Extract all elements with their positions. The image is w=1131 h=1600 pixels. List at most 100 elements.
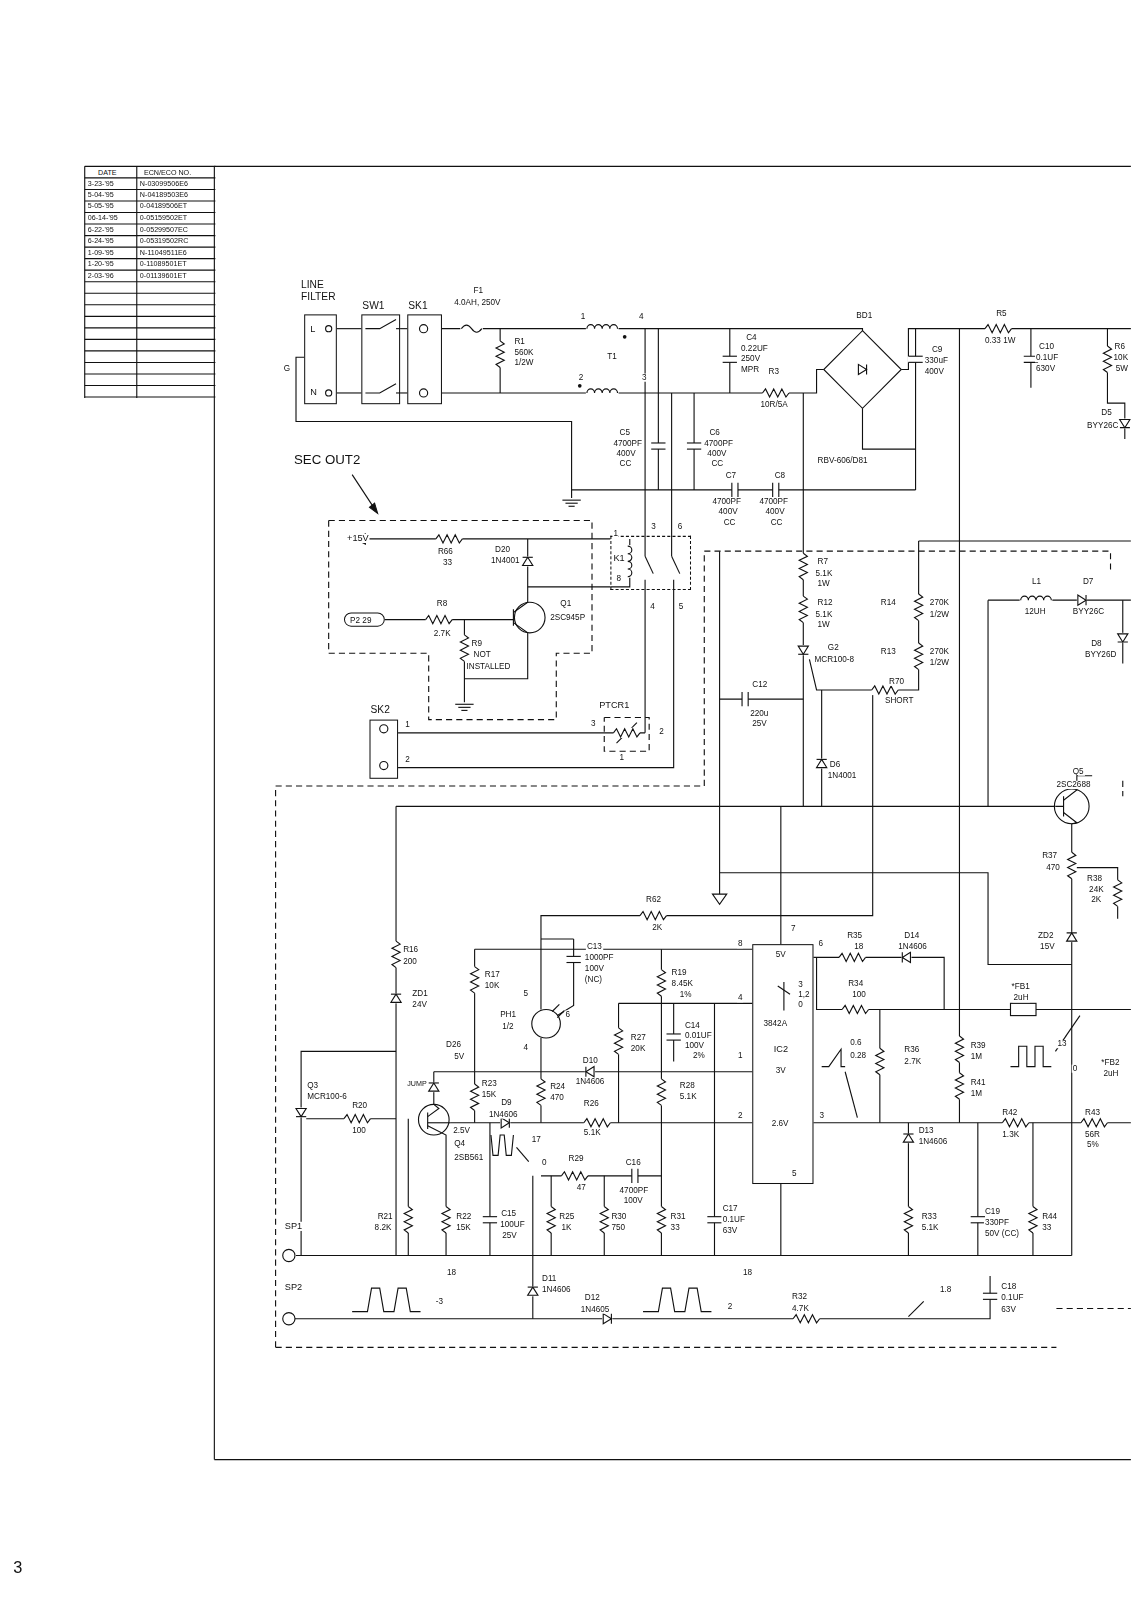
socket-pin <box>380 725 388 733</box>
resistor-symbol <box>798 553 808 580</box>
part-label: 2uH <box>1013 994 1030 1002</box>
ground-symbol <box>455 704 473 705</box>
wire <box>489 1123 490 1256</box>
switch-blade <box>365 384 396 393</box>
resistor-zigzag <box>561 1172 588 1180</box>
part-label: 15K <box>455 1224 472 1232</box>
part-label: R14 <box>880 599 897 607</box>
capacitor-plate <box>566 962 580 963</box>
resistor-zigzag <box>793 1315 820 1323</box>
part-label: 560K <box>513 349 534 357</box>
diode-symbol <box>295 1107 307 1117</box>
resistor-zigzag <box>1002 1119 1029 1127</box>
symbol-mask <box>1028 1206 1038 1233</box>
symbol-mask <box>839 952 866 962</box>
wire <box>1010 1046 1051 1066</box>
wire <box>821 690 822 806</box>
part-label: SHORT <box>884 697 914 705</box>
diode-triangle <box>1078 595 1086 605</box>
symbol-mask <box>640 910 667 920</box>
table-cell: 06-14-'95 <box>87 214 119 221</box>
symbol-mask <box>954 1073 964 1100</box>
inductor-symbol <box>586 387 619 395</box>
fuse-curve <box>461 325 481 332</box>
bridge-rectifier <box>824 331 902 409</box>
wire <box>214 1459 1131 1460</box>
part-label: 8 <box>615 575 622 583</box>
symbol-mask <box>295 1107 307 1117</box>
part-label: 24K <box>1088 886 1105 894</box>
part-label: 8 <box>737 940 744 948</box>
component-box: SK1 <box>407 314 442 404</box>
wire <box>1055 1016 1079 1052</box>
wire <box>673 1003 674 1061</box>
symbol-mask <box>1117 633 1129 643</box>
box-text: 3842A <box>763 1019 787 1028</box>
part-label: 1 <box>737 1052 744 1060</box>
wire <box>862 408 915 449</box>
diode-bar <box>429 1082 439 1083</box>
polarity-dot <box>578 384 582 388</box>
table-rule <box>85 304 216 305</box>
symbol-mask <box>901 951 911 963</box>
part-label: 3 <box>641 374 648 382</box>
diode-bar <box>903 1133 913 1134</box>
part-label: 400V <box>718 508 739 516</box>
diode-symbol <box>901 951 911 963</box>
wire <box>136 166 137 398</box>
component-name: SK1 <box>408 300 427 312</box>
part-label: C9 <box>931 346 943 354</box>
part-label: 400V <box>765 508 786 516</box>
resistor-symbol <box>1102 346 1112 373</box>
symbol-mask <box>599 1206 609 1233</box>
symbol-mask <box>857 363 867 375</box>
table-cell: 0-05319502RC <box>139 237 190 244</box>
part-label: 5 <box>523 990 530 998</box>
symbol-mask <box>762 388 789 398</box>
connector-line <box>400 328 407 329</box>
part-label: 20K <box>630 1045 647 1053</box>
wire <box>845 1072 857 1118</box>
part-label: 4700PF <box>758 498 789 506</box>
diode-symbol <box>1119 418 1131 428</box>
part-label: 33 <box>442 559 453 567</box>
part-label: 15V <box>1039 943 1056 951</box>
part-label: C15 <box>500 1210 517 1218</box>
table-rule <box>85 247 216 248</box>
part-label: CC <box>770 519 784 527</box>
diode-triangle <box>817 759 827 767</box>
ground-symbol <box>565 503 577 504</box>
part-label: R31 <box>670 1213 687 1221</box>
part-label: R38 <box>1086 875 1103 883</box>
resistor-symbol <box>839 952 866 962</box>
part-label: *FB1 <box>1010 983 1030 991</box>
wire <box>352 1288 420 1311</box>
symbol-mask <box>842 1004 869 1014</box>
part-label: R1 <box>513 338 525 346</box>
resistor-zigzag <box>392 941 400 968</box>
part-label: 0 <box>541 1158 548 1166</box>
part-label: C13 <box>586 943 603 951</box>
part-label: 1 <box>580 313 587 321</box>
part-label: R13 <box>880 648 897 656</box>
symbol-mask <box>902 1133 914 1143</box>
part-label: 3 <box>650 523 657 531</box>
part-label: 220u <box>749 709 769 717</box>
part-label: 24V <box>411 1001 428 1009</box>
resistor-symbol <box>656 1206 666 1233</box>
resistor-symbol <box>426 614 453 624</box>
diode-symbol <box>527 1286 539 1296</box>
capacitor-symbol <box>650 443 666 449</box>
resistor-zigzag <box>614 1028 622 1055</box>
part-label: 630V <box>1035 364 1056 372</box>
resistor-zigzag <box>1081 1119 1108 1127</box>
symbol-mask <box>585 1066 595 1078</box>
diode-triangle <box>528 1287 538 1295</box>
wire <box>813 957 944 1009</box>
diode-symbol <box>602 1313 612 1325</box>
resistor-zigzag <box>442 1206 450 1233</box>
part-label: 4700PF <box>703 440 734 448</box>
part-label: 10K <box>1113 354 1130 362</box>
table-cell: 1-20-'95 <box>87 260 115 267</box>
part-label: 750 <box>610 1224 626 1232</box>
